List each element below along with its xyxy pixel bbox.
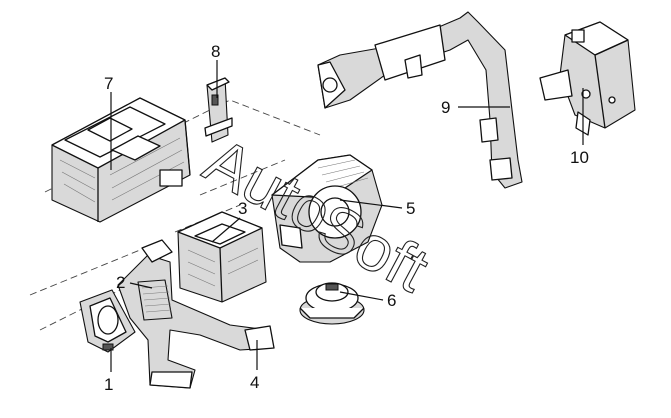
part-7-heater-housing — [51, 97, 191, 223]
leader-lines — [110, 60, 584, 372]
part-1-frame-plate — [79, 289, 136, 353]
part-9-frame-bracket — [317, 11, 523, 189]
callout-4: 4 — [250, 373, 259, 392]
part-2-filter — [137, 279, 173, 321]
callout-labels: 7 8 9 10 5 6 3 2 4 1 — [104, 42, 589, 394]
callout-5: 5 — [406, 199, 415, 218]
part-6-blower-motor — [299, 282, 365, 325]
callout-6: 6 — [387, 291, 396, 310]
part-5-blower-housing — [271, 154, 383, 263]
callout-10: 10 — [570, 148, 589, 167]
callout-1: 1 — [104, 375, 113, 394]
part-3-duct-housing — [177, 211, 267, 303]
callout-9: 9 — [441, 98, 450, 117]
callout-8: 8 — [211, 42, 220, 61]
callout-7: 7 — [104, 74, 113, 93]
callout-2: 2 — [116, 273, 125, 292]
part-8-bracket — [204, 77, 233, 143]
callout-3: 3 — [238, 199, 247, 218]
part-10-mounting-bracket — [539, 21, 636, 136]
